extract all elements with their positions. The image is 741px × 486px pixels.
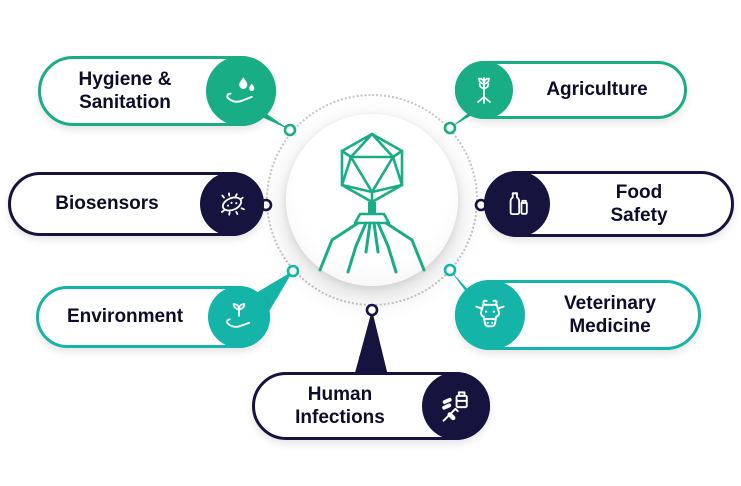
pill-veterinary-medicine: Veterinary Medicine — [455, 280, 701, 350]
pill-agriculture: Agriculture — [455, 61, 687, 119]
pill-label: Biosensors — [55, 193, 159, 215]
cow-icon — [455, 280, 525, 350]
pill-label: Veterinary Medicine — [564, 292, 656, 337]
bacteria-icon — [200, 172, 264, 236]
pill-label: Human Infections — [295, 383, 385, 428]
pill-label: Hygiene & Sanitation — [78, 68, 172, 113]
plant-in-hand-icon — [208, 286, 270, 348]
hand-water-drops-icon — [206, 56, 276, 126]
medicine-syringe-icon — [422, 372, 490, 440]
pill-label: Agriculture — [546, 79, 648, 101]
milk-bottles-icon — [484, 171, 550, 237]
bacteriophage-icon — [318, 132, 426, 274]
pill-label: Environment — [66, 306, 184, 328]
anchor-dot-human — [365, 303, 379, 317]
pill-hygiene-sanitation: Hygiene & Sanitation — [38, 56, 276, 126]
pill-label: Food Safety — [610, 181, 668, 226]
pill-environment: Environment — [36, 286, 270, 348]
pill-human-infections: Human Infections — [252, 372, 490, 440]
pill-biosensors: Biosensors — [8, 172, 264, 236]
plant-roots-icon — [455, 61, 513, 119]
pill-food-safety: Food Safety — [484, 171, 734, 237]
